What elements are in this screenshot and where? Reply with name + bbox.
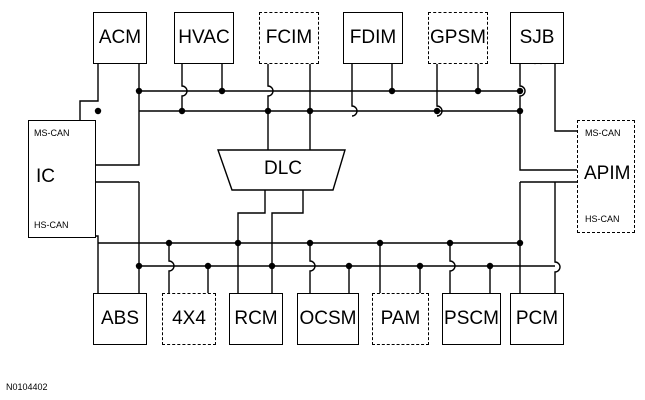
dlc-connector [217,149,346,191]
module-hvac: HVAC [174,12,234,64]
ic-hs-can-label: HS-CAN [34,220,69,230]
module-abs: ABS [93,293,147,345]
module-pcm: PCM [510,293,564,345]
ic-label: IC [34,166,57,187]
module-label: ACM [98,27,142,48]
module-fdim: FDIM [343,12,403,64]
module-fcim: FCIM [259,12,319,64]
module-4x4: 4X4 [162,293,216,345]
dlc-label: DLC [263,158,302,179]
module-label: HVAC [178,27,230,48]
apim-ms-can-label: MS-CAN [585,128,621,138]
module-label: FDIM [349,27,397,48]
apim-label: APIM [582,163,633,184]
module-label: FCIM [265,27,313,48]
module-pscm: PSCM [442,293,501,345]
module-label: RCM [234,308,278,329]
module-label: ABS [100,308,140,329]
module-rcm: RCM [229,293,283,345]
module-label: PAM [380,308,421,329]
module-label: 4X4 [172,308,206,329]
module-acm: ACM [93,12,147,64]
figure-id: N0104402 [6,382,48,392]
apim-hs-can-label: HS-CAN [585,214,620,224]
module-label: GPSM [430,27,486,48]
module-label: OCSM [299,308,357,329]
module-gpsm: GPSM [428,12,488,64]
module-ocsm: OCSM [297,293,359,345]
module-sjb: SJB [510,12,564,64]
module-label: SJB [519,27,555,48]
module-label: PCM [515,308,559,329]
module-label: PSCM [444,308,499,329]
module-pam: PAM [372,293,429,345]
ic-ms-can-label: MS-CAN [34,128,70,138]
